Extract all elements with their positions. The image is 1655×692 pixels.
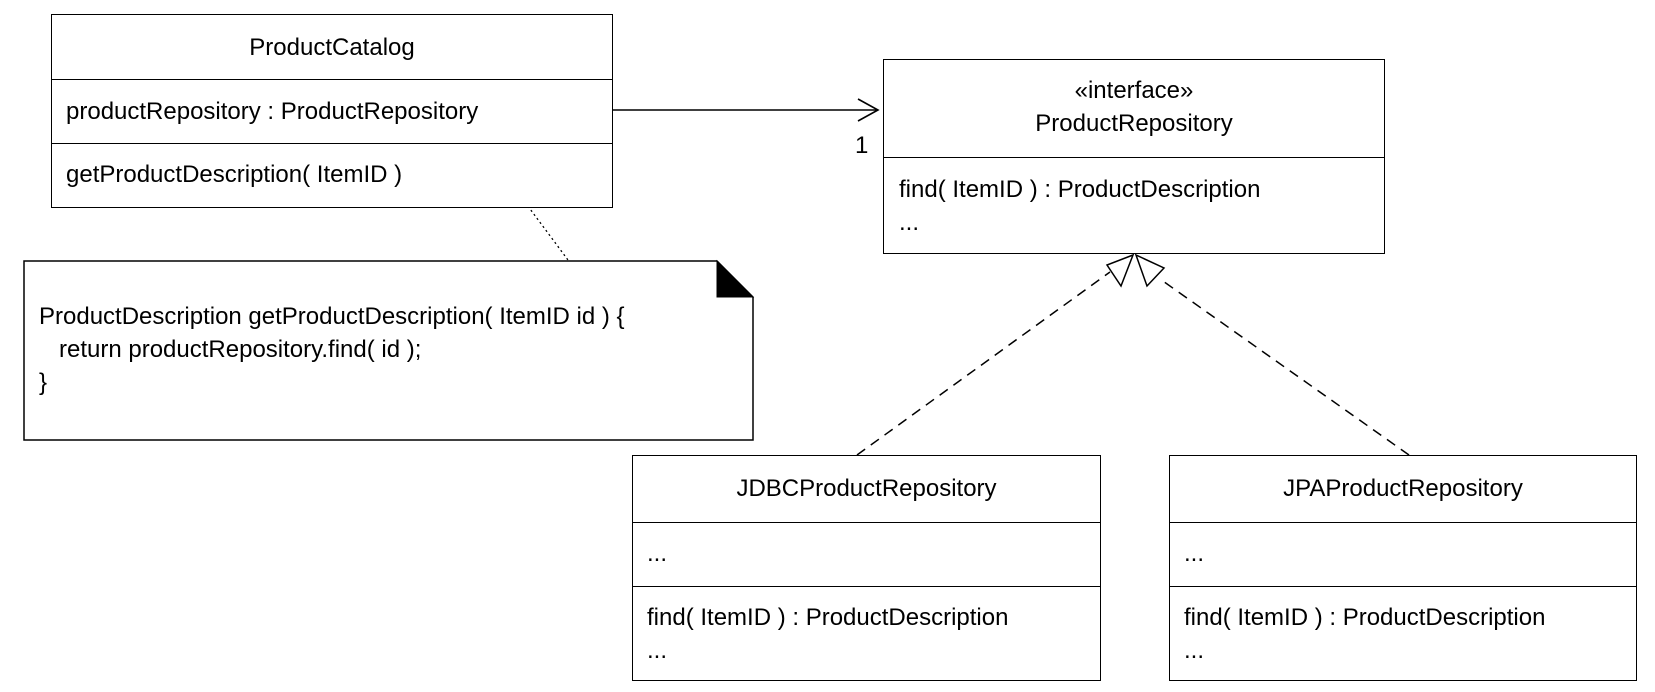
operations-compartment: getProductDescription( ItemID ): [52, 143, 612, 206]
association-arrowhead: [857, 98, 880, 122]
code-note: ProductDescription getProductDescription…: [23, 260, 754, 440]
note-line: }: [39, 369, 48, 396]
stereotype-label: «interface»: [1074, 77, 1194, 104]
interface-name-compartment: «interface» ProductRepository: [884, 60, 1384, 157]
class-jdbc-product-repository: JDBCProductRepository ... find( ItemID )…: [632, 455, 1101, 681]
operations-compartment: find( ItemID ) : ProductDescription ...: [884, 157, 1384, 239]
note-shape: [23, 260, 754, 441]
operations-compartment: find( ItemID ) : ProductDescription ...: [1170, 586, 1636, 667]
realization-line-jpa: [1159, 278, 1410, 456]
note-line: return productRepository.find( id );: [39, 336, 422, 363]
operations-compartment: find( ItemID ) : ProductDescription ...: [633, 586, 1100, 667]
realization-arrowhead-jdbc: [1105, 253, 1135, 288]
operation-ellipsis: ...: [899, 209, 920, 236]
operation: getProductDescription( ItemID ): [66, 161, 403, 188]
attributes-compartment: ...: [633, 522, 1100, 586]
attribute-ellipsis: ...: [647, 540, 668, 567]
operation: find( ItemID ) : ProductDescription: [1184, 604, 1546, 631]
operation: find( ItemID ) : ProductDescription: [899, 176, 1261, 203]
interface-product-repository: «interface» ProductRepository find( Item…: [883, 59, 1385, 254]
note-line: ProductDescription getProductDescription…: [39, 303, 625, 330]
attribute: productRepository : ProductRepository: [66, 98, 479, 125]
class-name-compartment: ProductCatalog: [52, 15, 612, 79]
realization-arrowhead-jpa: [1134, 253, 1166, 288]
class-product-catalog: ProductCatalog productRepository : Produ…: [51, 14, 613, 208]
class-name-compartment: JDBCProductRepository: [633, 456, 1100, 522]
realization-line-jdbc: [856, 271, 1111, 456]
note-folded-corner: [716, 259, 755, 298]
attributes-compartment: ...: [1170, 522, 1636, 586]
class-jpa-product-repository: JPAProductRepository ... find( ItemID ) …: [1169, 455, 1637, 681]
note-text: ProductDescription getProductDescription…: [39, 300, 625, 399]
class-name: JPAProductRepository: [1283, 475, 1523, 502]
attributes-compartment: productRepository : ProductRepository: [52, 79, 612, 143]
operation: find( ItemID ) : ProductDescription: [647, 604, 1009, 631]
interface-name: ProductRepository: [1035, 110, 1233, 137]
class-name: JDBCProductRepository: [736, 475, 997, 502]
attribute-ellipsis: ...: [1184, 540, 1205, 567]
operation-ellipsis: ...: [647, 637, 668, 664]
class-name-compartment: JPAProductRepository: [1170, 456, 1636, 522]
operation-ellipsis: ...: [1184, 637, 1205, 664]
class-name: ProductCatalog: [249, 34, 415, 61]
association-multiplicity: 1: [855, 132, 869, 159]
